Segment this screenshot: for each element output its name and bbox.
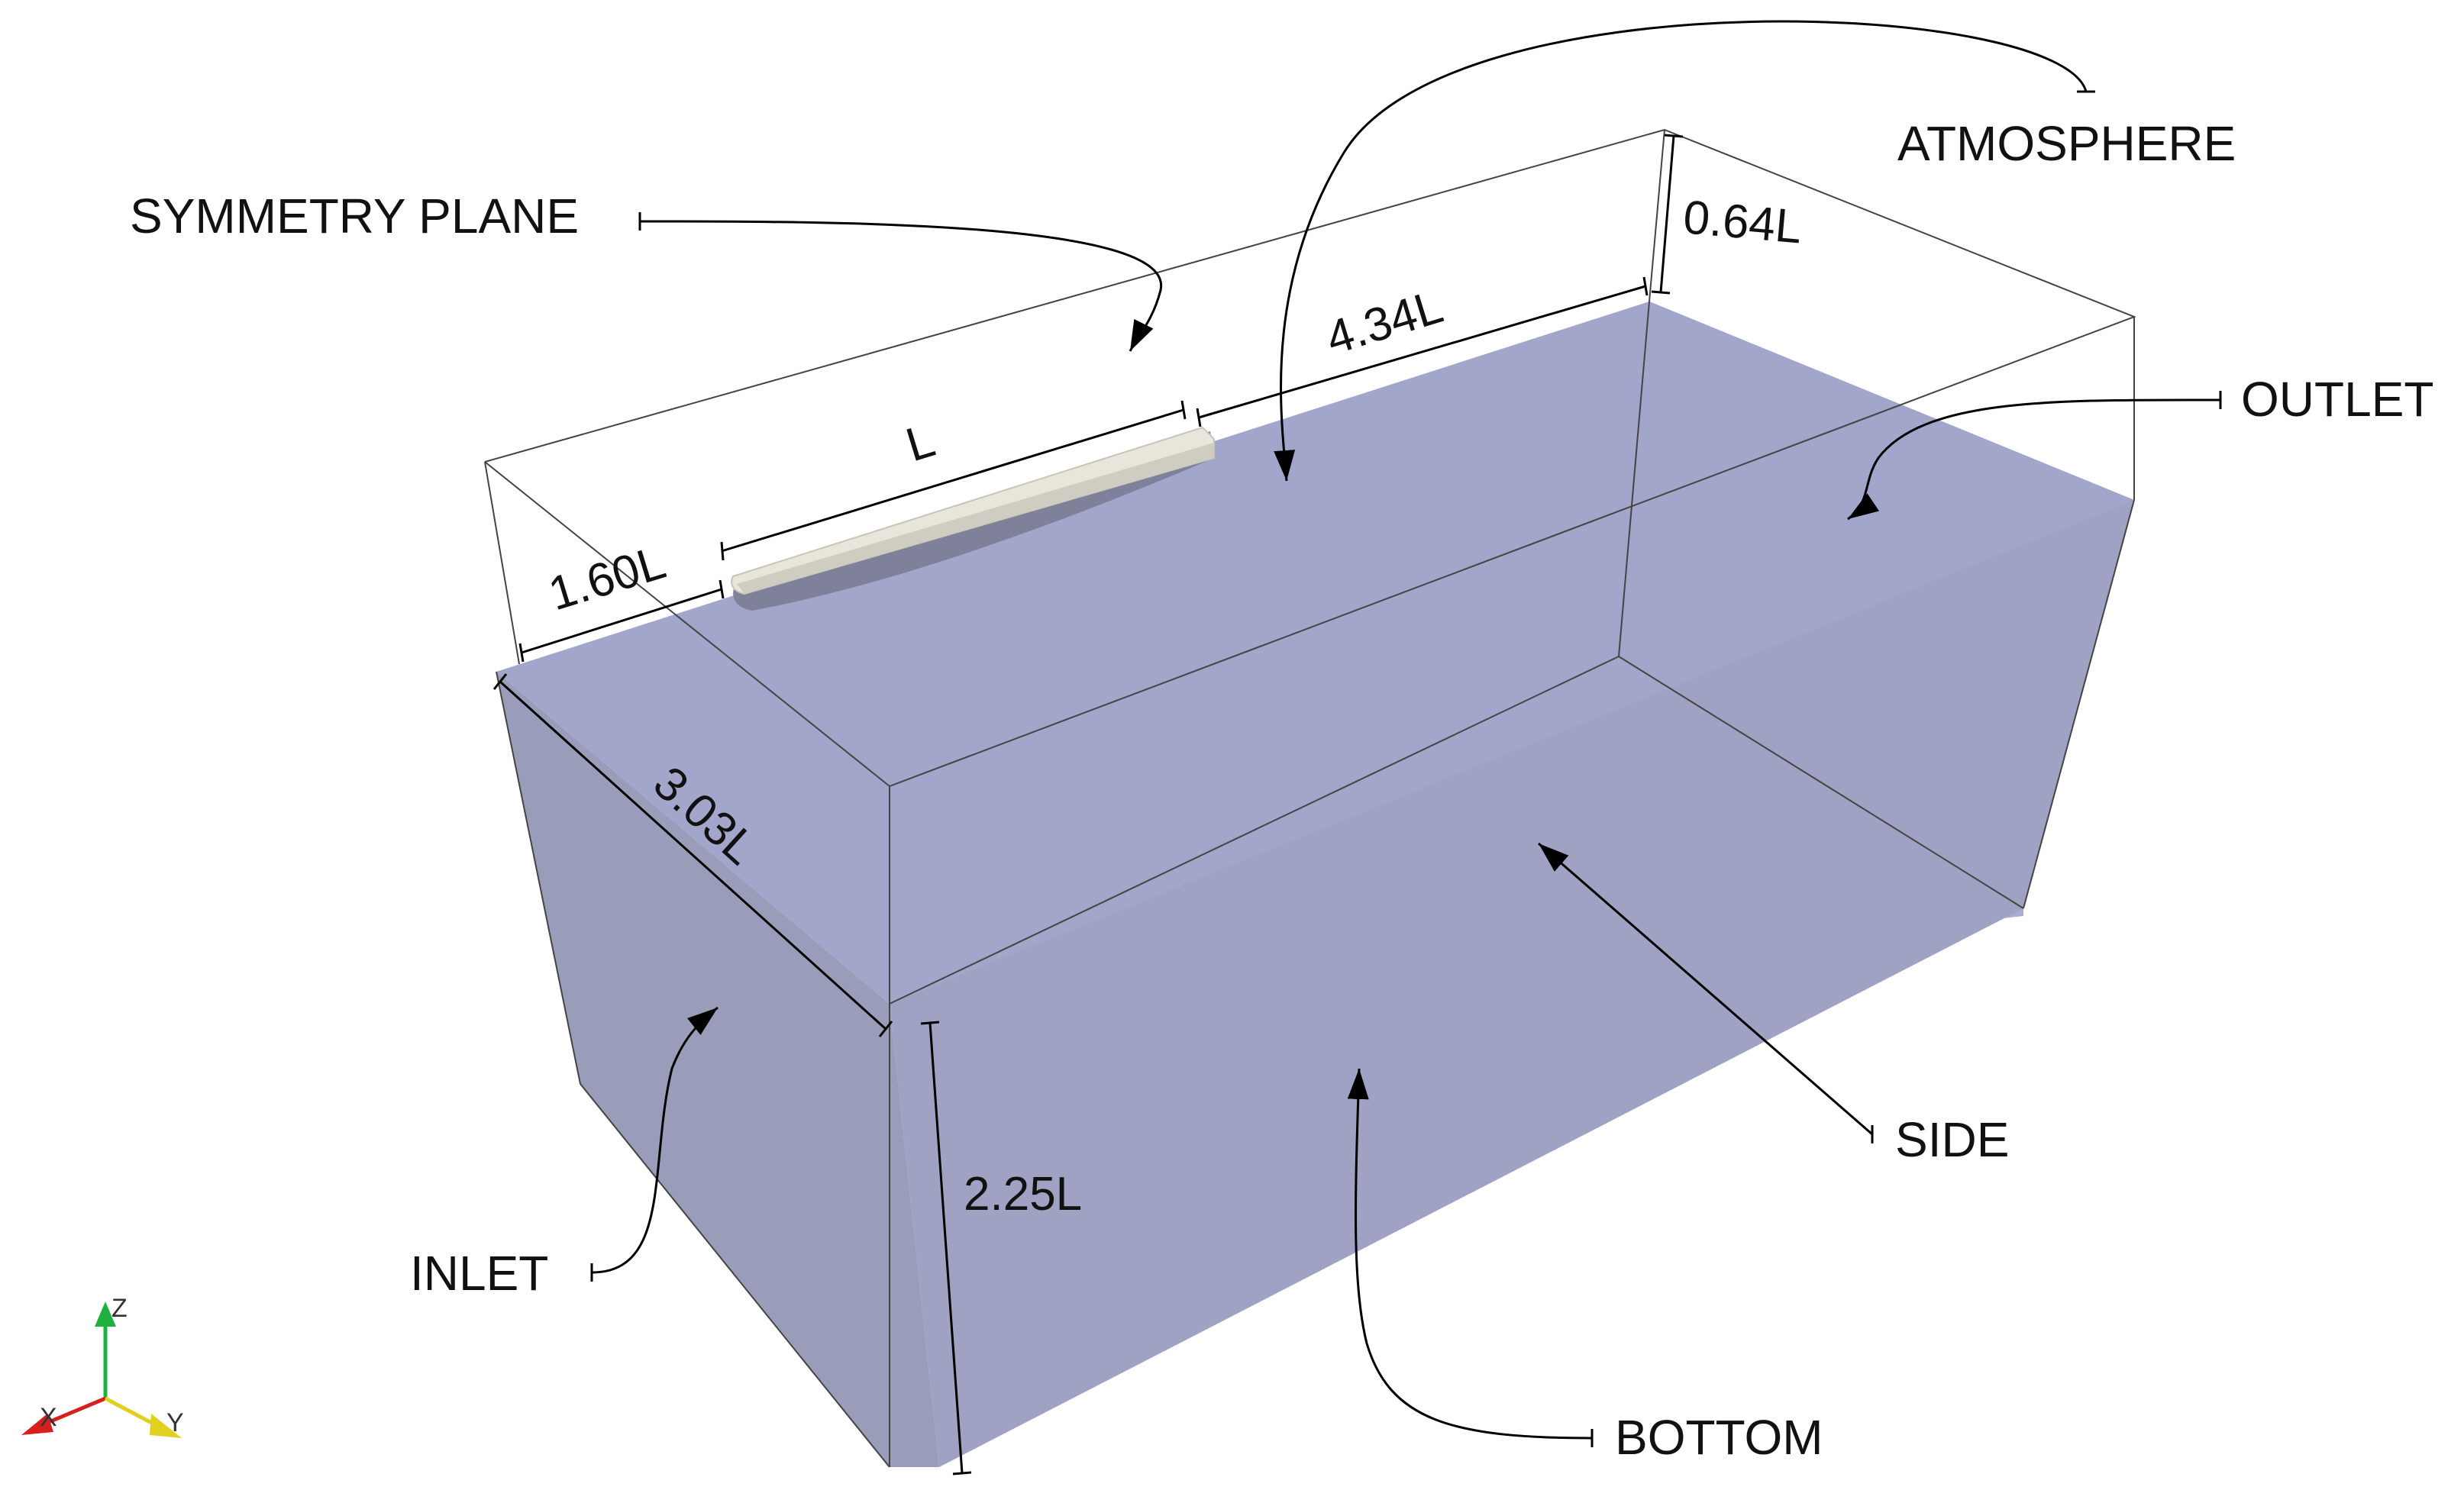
label-bottom: BOTTOM xyxy=(1615,1410,1823,1465)
axis-label-z: Z xyxy=(111,1294,128,1323)
dim-water-depth: 2.25L xyxy=(964,1168,1082,1221)
side-face-lower xyxy=(890,1004,939,1467)
axis-label-y: Y xyxy=(166,1408,184,1437)
side-face xyxy=(890,500,2134,1467)
dim-downstream-length: 4.34L xyxy=(1320,280,1449,365)
axis-label-x: X xyxy=(40,1403,57,1432)
dim-hull-length: L xyxy=(900,414,941,472)
label-inlet: INLET xyxy=(410,1246,548,1301)
callout-leaders xyxy=(590,20,2222,1447)
z-axis-icon xyxy=(95,1301,116,1327)
label-outlet: OUTLET xyxy=(2241,372,2433,427)
dim-air-height: 0.64L xyxy=(1681,191,1804,253)
label-atmosphere: ATMOSPHERE xyxy=(1897,116,2236,171)
axes-triad: Z X Y xyxy=(21,1294,184,1438)
inlet-face xyxy=(496,672,890,1467)
y-axis-icon xyxy=(150,1414,182,1438)
domain-wireframe xyxy=(484,128,2136,1468)
dim-upstream-length: 1.60L xyxy=(543,536,672,621)
dimension-lines xyxy=(492,134,1684,1475)
water-surface xyxy=(496,302,2134,1004)
label-symmetry-plane: SYMMETRY PLANE xyxy=(130,189,579,243)
x-axis-icon xyxy=(21,1414,53,1435)
ship-hull xyxy=(731,426,1215,611)
label-side: SIDE xyxy=(1895,1112,2009,1167)
